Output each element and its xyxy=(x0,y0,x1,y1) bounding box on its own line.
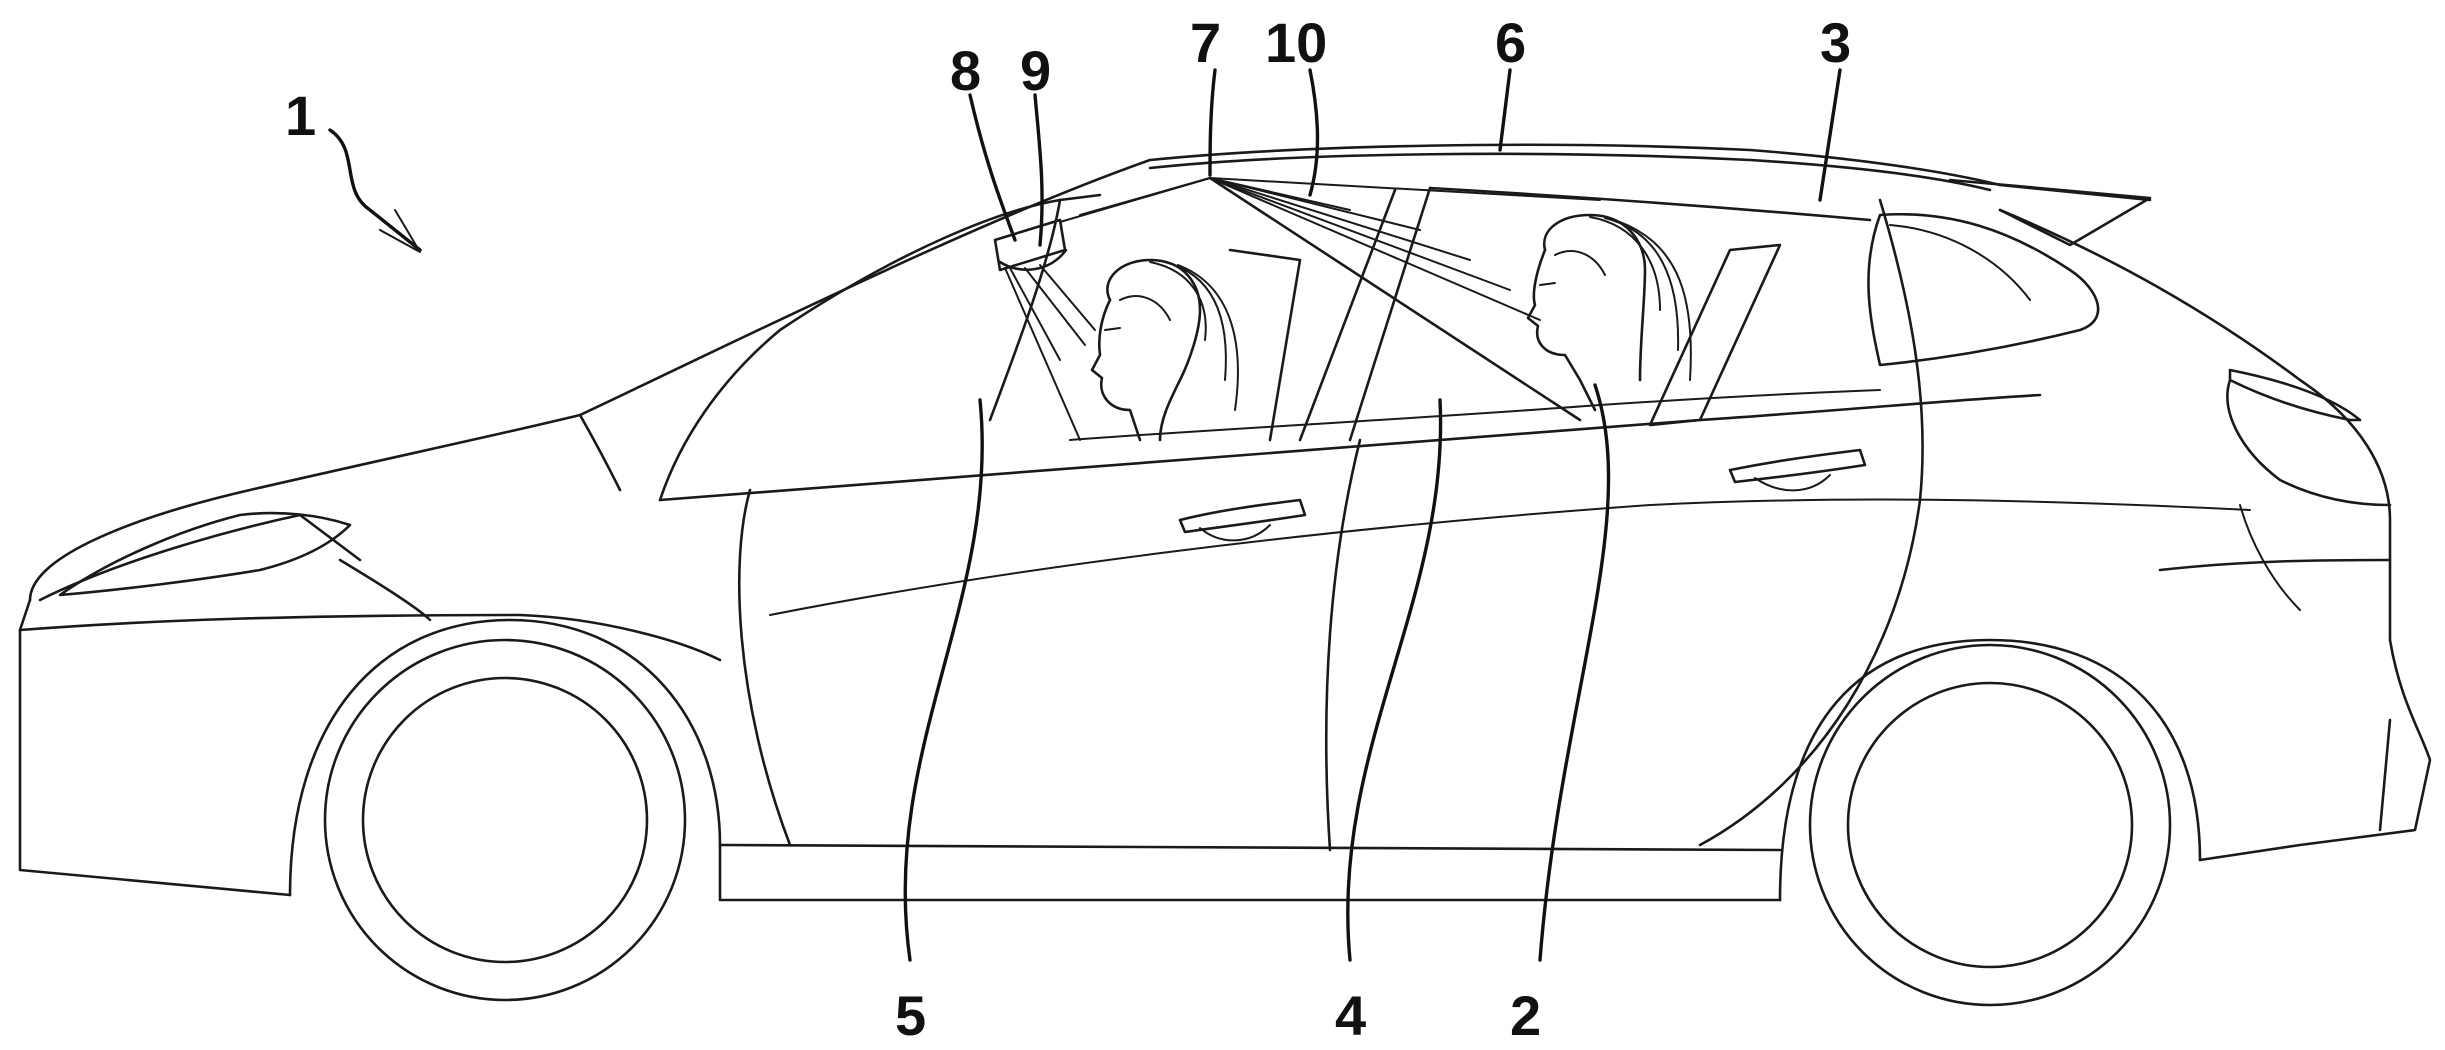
ref-label-10: 10 xyxy=(1265,11,1327,74)
rear-occupant xyxy=(1526,213,1692,412)
ref-label-8: 8 xyxy=(950,39,981,102)
sensor-beams xyxy=(1004,176,1601,441)
rear-door-handle xyxy=(1728,448,1867,492)
ref-label-7: 7 xyxy=(1190,11,1221,74)
ref-label-9: 9 xyxy=(1020,39,1051,102)
ref-label-1: 1 xyxy=(285,84,316,147)
front-wheel xyxy=(288,618,722,1002)
ref-label-6: 6 xyxy=(1495,11,1526,74)
front-occupant xyxy=(1090,258,1239,442)
vehicle-body xyxy=(18,143,2432,902)
ref-label-3: 3 xyxy=(1820,11,1851,74)
doors xyxy=(737,198,1924,852)
front-door-handle xyxy=(1178,498,1307,542)
glazing xyxy=(658,186,2100,502)
rear-wheel xyxy=(1778,638,2202,1007)
ref-label-2: 2 xyxy=(1510,984,1541,1047)
sensor-unit xyxy=(993,218,1068,272)
ref-label-5: 5 xyxy=(895,984,926,1047)
leader-lines xyxy=(328,68,1842,962)
ref-label-4: 4 xyxy=(1335,984,1366,1047)
